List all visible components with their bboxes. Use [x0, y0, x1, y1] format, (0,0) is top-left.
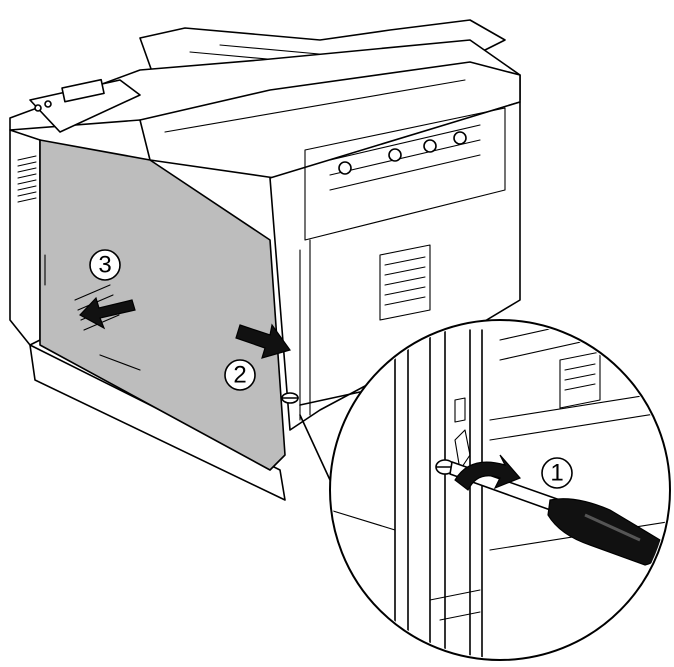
panel-button — [45, 101, 51, 107]
step-1-callout: 1 — [542, 458, 572, 488]
step-1-label: 1 — [550, 460, 563, 487]
panel-button — [35, 105, 41, 111]
cover-screw — [282, 393, 298, 403]
step-2-label: 2 — [233, 362, 246, 389]
step-3-label: 3 — [98, 252, 111, 279]
